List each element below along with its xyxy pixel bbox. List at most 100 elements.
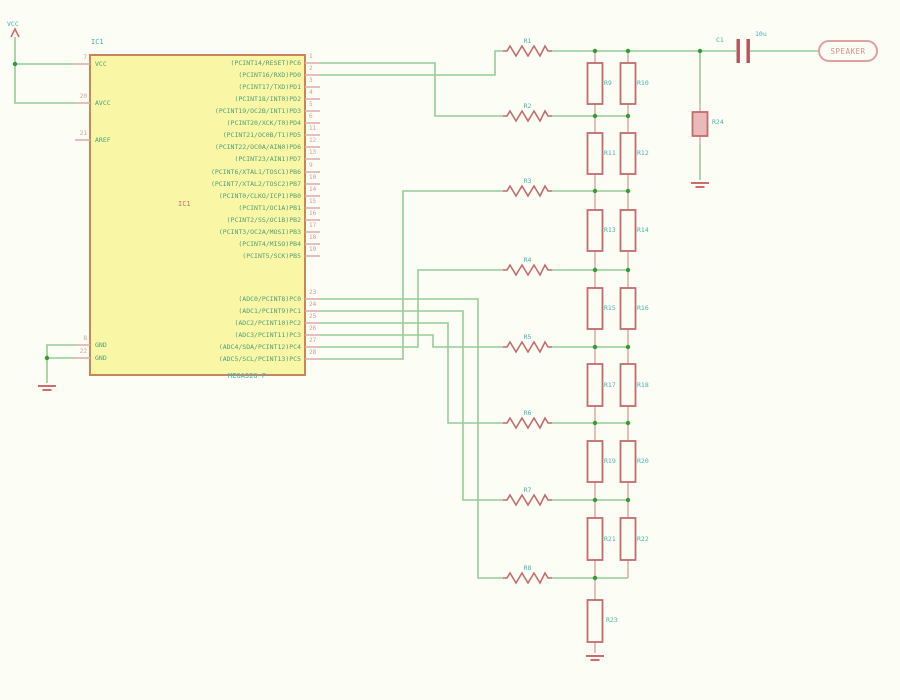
ic-right-pin-stubs[interactable] <box>305 62 320 360</box>
pin-number: 25 <box>309 313 317 320</box>
pin-number: 18 <box>309 234 317 241</box>
resistor-name: R6 <box>523 409 532 417</box>
resistor-name: R8 <box>523 564 532 572</box>
pin-number: 26 <box>309 325 317 332</box>
pin-label: (PCINT21/OC0B/T1)PD5 <box>222 131 301 139</box>
pin-number: 7 <box>83 54 87 61</box>
wire-bit-row8[interactable] <box>320 298 503 579</box>
wire-bit-row3[interactable] <box>320 190 503 360</box>
ic-ref-label: IC1 <box>91 38 104 46</box>
pin-number: 4 <box>309 89 313 96</box>
pin-number: 3 <box>309 77 313 84</box>
net-wires[interactable] <box>14 37 818 579</box>
resistor-name: R7 <box>523 486 532 494</box>
wire-bit-row4[interactable] <box>320 269 503 348</box>
resistor-name: R10 <box>637 79 649 87</box>
pin-number: 16 <box>309 210 317 217</box>
speaker-connector[interactable]: SPEAKER <box>818 40 878 62</box>
pin-number: 12 <box>309 137 317 144</box>
pin-number: 2 <box>309 65 313 72</box>
pin-label: (PCINT2/SS/OC1B)PB2 <box>226 216 301 224</box>
pin-label: GND <box>95 354 107 362</box>
pin-number: 10 <box>309 174 317 181</box>
pin-label: (PCINT4/MISO)PB4 <box>238 240 301 248</box>
resistor-name: R17 <box>604 381 616 389</box>
terminator-resistor[interactable] <box>586 599 604 643</box>
pin-label: (PCINT7/XTAL2/TOSC2)PB7 <box>210 180 301 188</box>
pin-number: 20 <box>79 93 87 100</box>
wire-bit-row2[interactable] <box>320 62 503 117</box>
terminator-name-label: R23 <box>606 616 618 624</box>
pin-label: (PCINT3/OC2A/MOSI)PB3 <box>218 228 301 236</box>
pin-number: 17 <box>309 222 317 229</box>
pin-label: AREF <box>95 136 111 144</box>
pin-label: (ADC2/PCINT10)PC2 <box>234 319 301 327</box>
wire-vcc[interactable] <box>14 37 75 104</box>
gnd-symbol-left[interactable] <box>37 385 57 391</box>
pin-number: 27 <box>309 337 317 344</box>
resistor-name: R2 <box>523 102 532 110</box>
resistor-name: R12 <box>637 149 649 157</box>
bit-resistors[interactable] <box>502 45 553 584</box>
capacitor-c1[interactable] <box>736 39 750 63</box>
pin-label: (PCINT5/SCK)PB5 <box>242 252 301 260</box>
wire-bit-row6[interactable] <box>320 322 503 424</box>
ic-value-label: MEGA328-P <box>228 372 266 380</box>
pin-label: (PCINT6/XTAL1/TOSC1)PB6 <box>210 168 301 176</box>
load-resistor[interactable] <box>691 111 709 137</box>
resistor-name: R4 <box>523 256 532 264</box>
wire-bit-row5[interactable] <box>320 334 503 348</box>
resistor-name: R1 <box>523 37 532 45</box>
resistor-name: R18 <box>637 381 649 389</box>
wire-bit-row1[interactable] <box>320 50 503 76</box>
pin-label: (PCINT1/OC1A)PB1 <box>238 204 301 212</box>
pin-label: (PCINT14/RESET)PC6 <box>230 59 301 67</box>
resistor-name: R13 <box>604 226 616 234</box>
pin-label: (PCINT17/TXD)PD1 <box>238 83 301 91</box>
resistor-name: R21 <box>604 535 616 543</box>
pin-label: GND <box>95 341 107 349</box>
resistor-name: R11 <box>604 149 616 157</box>
gnd-symbol-load[interactable] <box>690 182 710 188</box>
pin-number: 6 <box>309 113 313 120</box>
pin-label: (ADC0/PCINT8)PC0 <box>238 295 301 303</box>
wire-bit-row7[interactable] <box>320 310 503 501</box>
pin-number: 14 <box>309 186 317 193</box>
resistor-name: R16 <box>637 304 649 312</box>
resistor-name: R14 <box>637 226 649 234</box>
resistor-name: R20 <box>637 457 649 465</box>
pin-label: (ADC3/PCINT11)PC3 <box>234 331 301 339</box>
pin-label: (PCINT19/OC2B/INT1)PD3 <box>214 107 301 115</box>
ic-ref-inner-label: IC1 <box>178 200 191 208</box>
pin-label: (ADC5/SCL/PCINT13)PC5 <box>218 355 301 363</box>
pin-number: 22 <box>79 348 87 355</box>
resistor-name: R3 <box>523 177 532 185</box>
capacitor-value-label: 10u <box>755 30 767 38</box>
rung-resistors[interactable] <box>586 51 709 653</box>
pin-label: (PCINT0/CLKO/ICP1)PB0 <box>218 192 301 200</box>
resistor-name: R15 <box>604 304 616 312</box>
pin-number: 13 <box>309 149 317 156</box>
vcc-label: VCC <box>7 20 19 28</box>
pin-number: 11 <box>309 125 317 132</box>
pin-label: VCC <box>95 60 107 68</box>
resistor-name: R9 <box>604 79 612 87</box>
wire-gnd1[interactable] <box>46 344 75 383</box>
gnd-symbol-ladder[interactable] <box>585 655 605 661</box>
ic-left-pin-stubs[interactable] <box>75 63 90 359</box>
pin-label: (PCINT16/RXD)PD0 <box>238 71 301 79</box>
pin-number: 28 <box>309 349 317 356</box>
load-resistor-name-label: R24 <box>712 118 724 126</box>
pin-number: 19 <box>309 246 317 253</box>
vcc-symbol[interactable] <box>10 27 20 38</box>
ic-body[interactable] <box>89 54 306 376</box>
pin-label: (PCINT23/AIN1)PD7 <box>234 155 301 163</box>
pin-number: 21 <box>79 130 87 137</box>
pin-number: 23 <box>309 289 317 296</box>
pin-label: (ADC4/SDA/PCINT12)PC4 <box>218 343 301 351</box>
capacitor-name-label: C1 <box>716 36 724 44</box>
resistor-name: R22 <box>637 535 649 543</box>
pin-number: 8 <box>83 335 87 342</box>
